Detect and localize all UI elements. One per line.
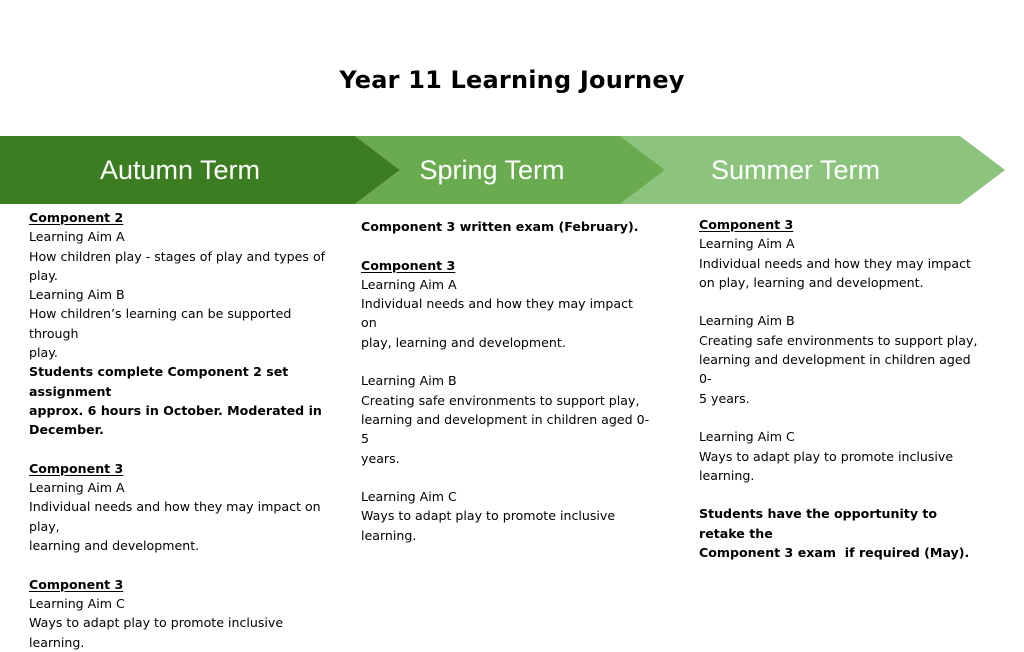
content-line: learning and development in children age… (699, 352, 975, 387)
content-spacer (29, 555, 329, 574)
content-line: Component 3 (699, 217, 794, 232)
page-title: Year 11 Learning Journey (339, 66, 685, 94)
content-spacer (361, 352, 651, 371)
term-content-columns: Component 2 Learning Aim A How children pl… (0, 208, 1024, 650)
content-line: play. (29, 267, 58, 283)
content-line: Ways to adapt play to promote inclusive … (29, 615, 288, 650)
content-spacer (361, 468, 651, 487)
content-line: Students have the opportunity to retake … (699, 506, 942, 541)
content-line: Individual needs and how they may impact (699, 255, 971, 271)
content-line: play, learning and development. (361, 334, 566, 350)
content-line: How children’s learning can be supported… (29, 306, 296, 341)
content-line: How children play - stages of play and t… (29, 248, 326, 264)
content-line: Learning Aim A (699, 236, 795, 252)
content-line: years. (361, 450, 400, 466)
content-line: Learning Aim C (361, 489, 457, 505)
content-line: Creating safe environments to support pl… (699, 332, 978, 348)
content-line: Students complete Component 2 set assign… (29, 364, 293, 399)
content-line: Learning Aim B (699, 313, 795, 329)
content-column-spring: Component 3 written exam (February). Com… (361, 217, 651, 545)
content-line: 5 years. (699, 390, 750, 406)
content-line: Component 2 (29, 210, 124, 225)
content-line: Individual needs and how they may impact… (361, 296, 637, 331)
content-column-autumn: Component 2 Learning Aim A How children pl… (29, 208, 329, 652)
content-line: Ways to adapt play to promote inclusive (361, 508, 616, 524)
term-banner: Autumn Term Spring Term Summer Term (0, 136, 1024, 204)
content-line: Creating safe environments to support pl… (361, 392, 640, 408)
content-spacer (699, 485, 979, 504)
content-line: Learning Aim A (361, 276, 457, 292)
term-chevron-spring: Spring Term (355, 136, 665, 204)
term-chevron-summer: Summer Term (620, 136, 1005, 204)
content-line: Component 3 exam if required (May). (699, 545, 970, 561)
content-line: play. (29, 345, 58, 361)
content-line: Learning Aim C (699, 429, 795, 445)
content-line: approx. 6 hours in October. Moderated in (29, 402, 322, 418)
term-chevron-autumn: Autumn Term (0, 136, 400, 204)
content-line: Component 3 (29, 460, 124, 476)
term-label-spring: Spring Term (419, 154, 565, 185)
term-label-autumn: Autumn Term (99, 154, 261, 185)
content-line: Learning Aim A (29, 229, 125, 245)
content-line: Component 3 (361, 257, 456, 273)
content-line: Individual needs and how they may impact… (29, 499, 325, 534)
content-line: on play, learning and development. (699, 274, 924, 290)
content-line: Component 3 (29, 576, 124, 592)
content-line: December. (29, 422, 104, 438)
content-spacer (29, 440, 329, 459)
content-line: Learning Aim B (361, 373, 457, 389)
content-spacer (699, 292, 979, 311)
content-spacer (361, 236, 651, 255)
content-line: learning. (699, 467, 755, 483)
term-label-summer: Summer Term (710, 154, 881, 185)
content-line: Learning Aim A (29, 480, 125, 496)
content-column-summer: Component 3 Learning Aim A Individual need… (699, 215, 979, 562)
content-line: Component 3 written exam (February). (361, 219, 639, 234)
content-line: Learning Aim B (29, 287, 125, 303)
content-line: learning and development in children age… (361, 411, 650, 447)
content-line: learning. (361, 527, 417, 543)
content-line: learning and development. (29, 538, 200, 554)
content-line: Learning Aim C (29, 595, 125, 611)
content-spacer (699, 408, 979, 427)
content-line: Ways to adapt play to promote inclusive (699, 448, 954, 464)
